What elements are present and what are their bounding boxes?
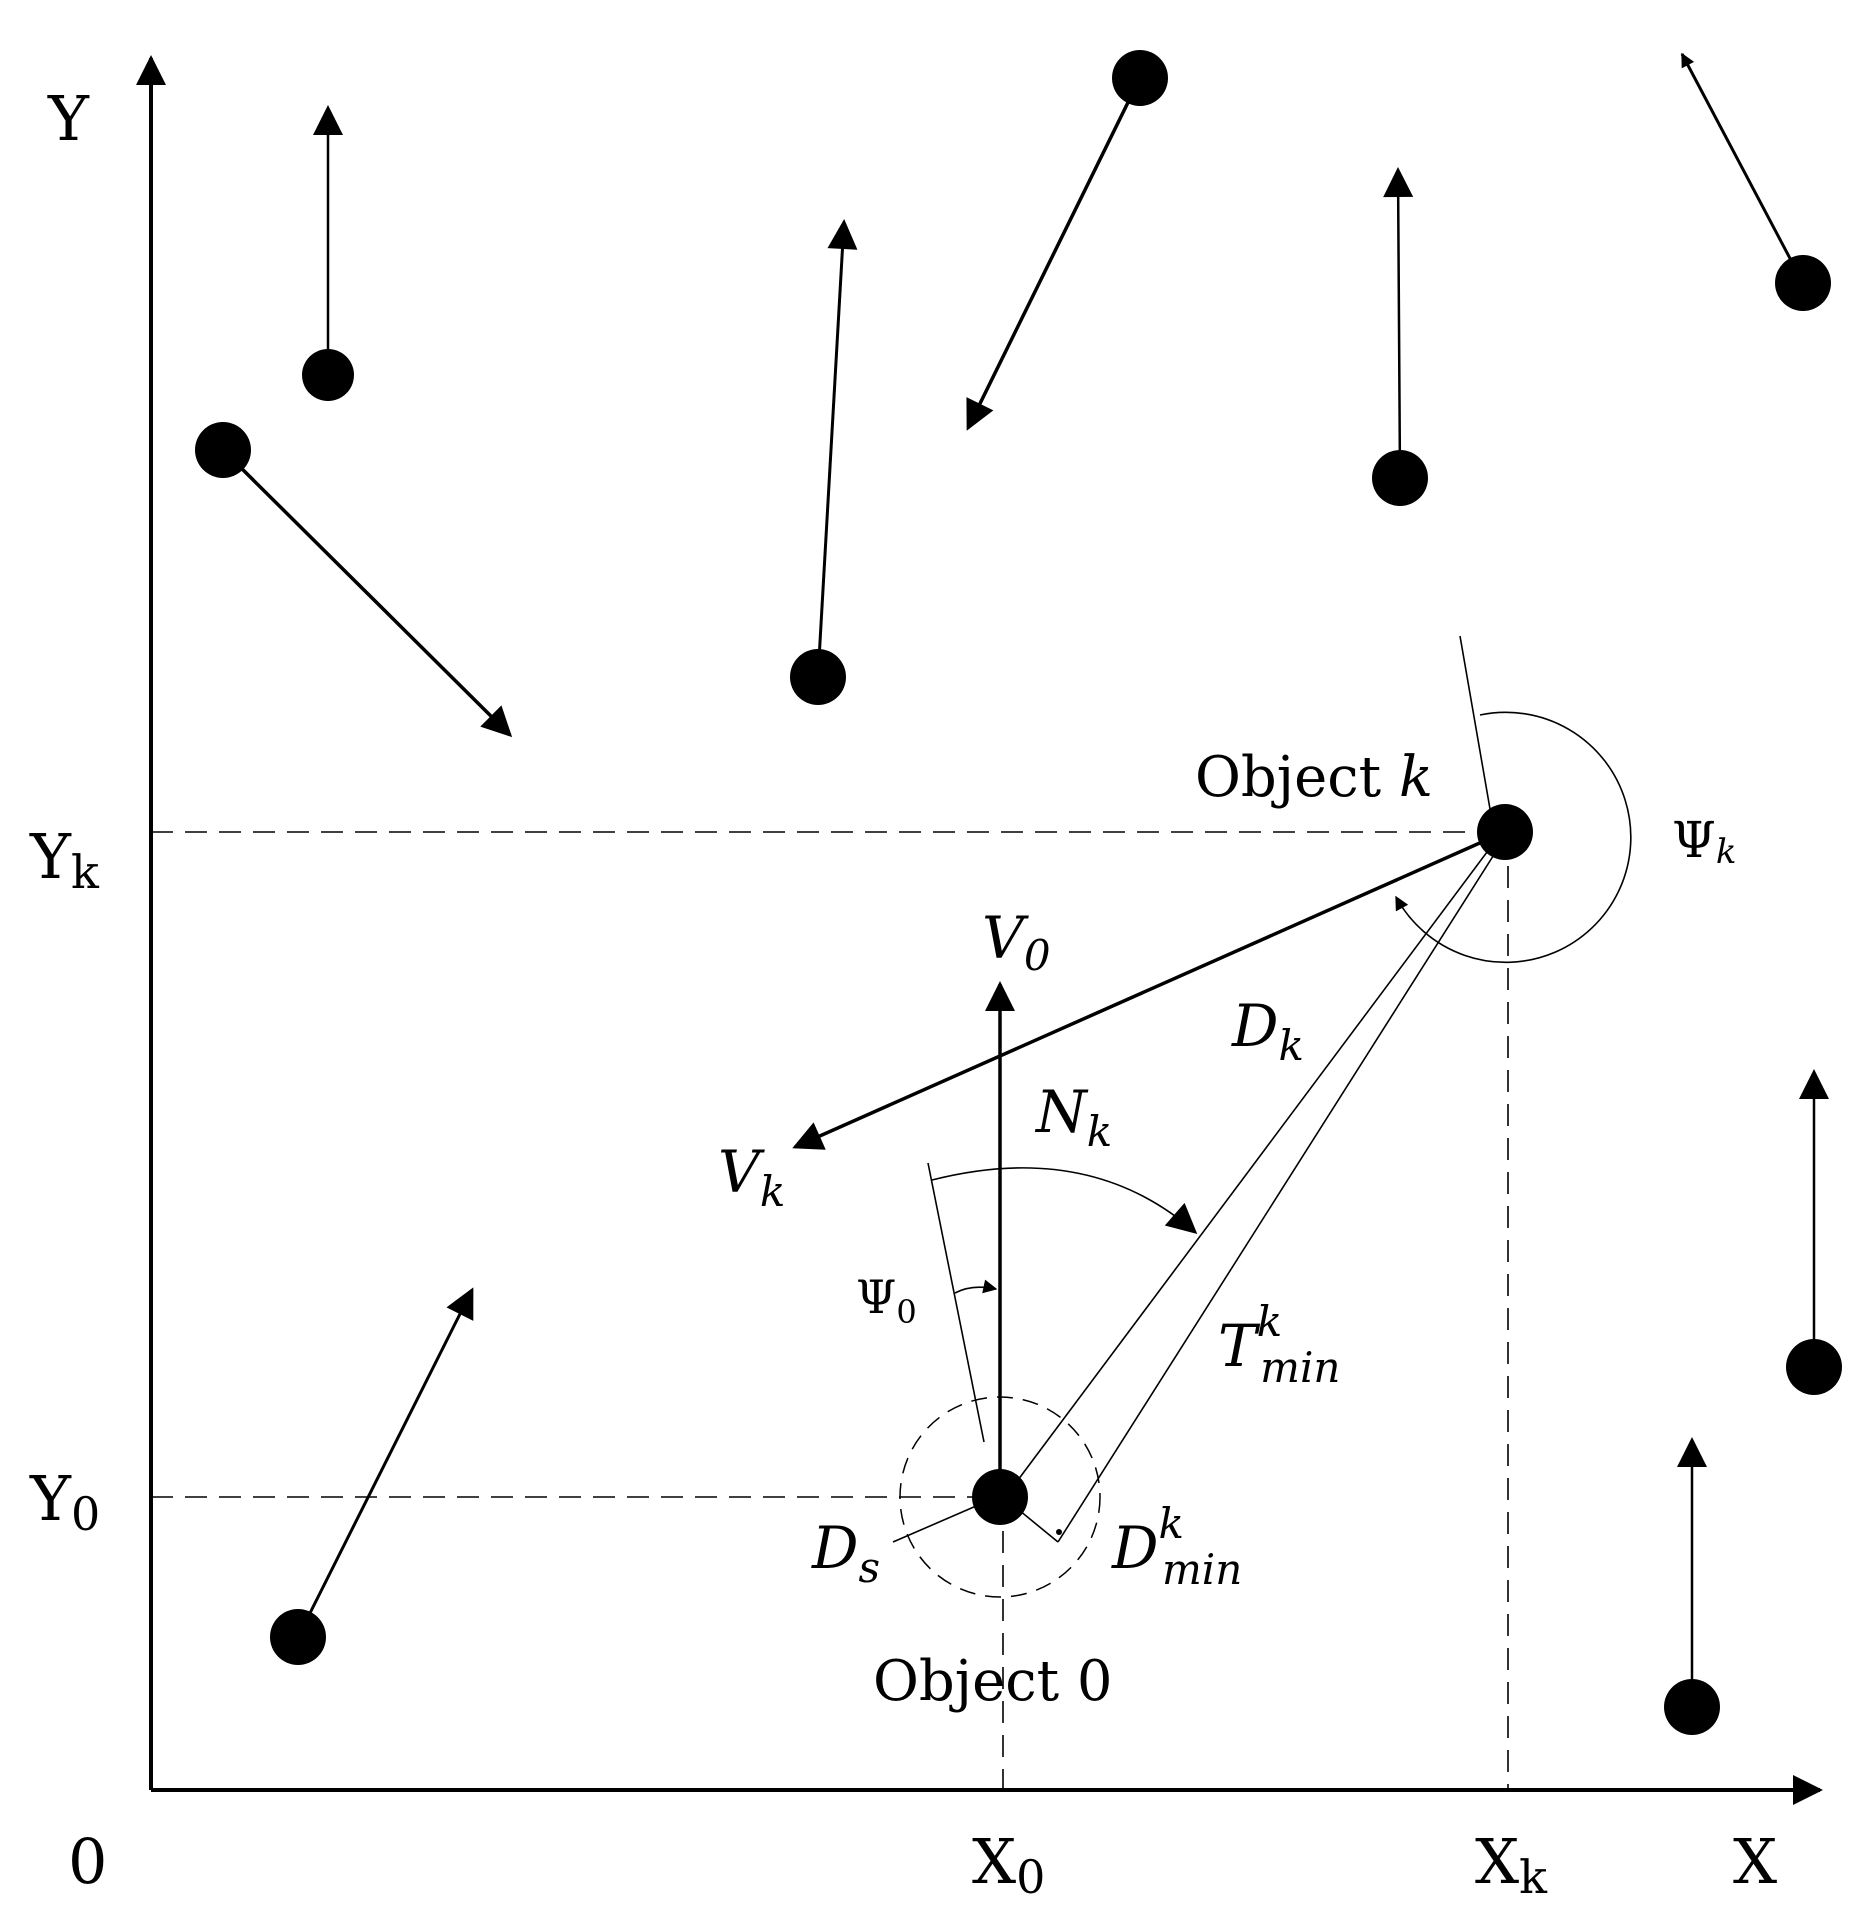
object-dot [1372,450,1428,506]
t-min-line [1057,841,1503,1543]
object-dot [302,349,354,401]
object-dot [1775,255,1831,311]
background-objects [195,50,1842,1735]
course-line-object-0 [927,1162,985,1443]
moving-object [1372,167,1428,506]
course-line-object-k [1459,635,1495,833]
object-0-dot [972,1469,1028,1525]
yk-label: Yk [29,820,100,899]
n-k-arc [931,1167,1198,1234]
n-k-label: Nk [1034,1078,1112,1156]
moving-object [1786,1069,1842,1395]
vk-label: Vk [718,1138,785,1216]
object-dot [1112,50,1168,106]
object-dot [1786,1339,1842,1395]
y0-label: Y0 [29,1462,100,1541]
object-0-label: Object 0 [873,1649,1113,1714]
moving-object [195,422,513,738]
psi-0-label: Ψ0 [856,1270,917,1331]
moving-object [1664,1437,1720,1735]
moving-object [302,105,354,401]
d-s-label: Ds [811,1514,880,1592]
vk-vector [792,832,1501,1150]
object-dot [790,649,846,705]
projection-lines [151,831,1509,1790]
d-k-label: Dk [1231,992,1304,1070]
moving-object [790,219,858,705]
moving-object [1680,52,1831,311]
moving-object [966,50,1168,431]
y-axis-label: Y [47,82,90,155]
object-dot [270,1609,326,1665]
origin-label: 0 [68,1825,107,1898]
x-axis-label: X [1733,1825,1777,1898]
psi-0-arc [954,1279,998,1294]
object-dot [195,422,251,478]
object-k-label: Object k [1195,745,1433,810]
d-s-line [892,1499,991,1543]
axes [136,55,1823,1805]
x0-label: X0 [972,1825,1045,1904]
moving-object [270,1287,474,1665]
right-angle-dot [1056,1529,1062,1535]
psi-k-label: Ψk [1672,811,1736,872]
object-k-dot [1477,804,1533,860]
v0-label: V0 [982,904,1051,980]
xk-label: Xk [1475,1825,1548,1904]
object-dot [1664,1679,1720,1735]
psi-k-arc [1395,711,1632,964]
d-k-line [1011,839,1497,1489]
